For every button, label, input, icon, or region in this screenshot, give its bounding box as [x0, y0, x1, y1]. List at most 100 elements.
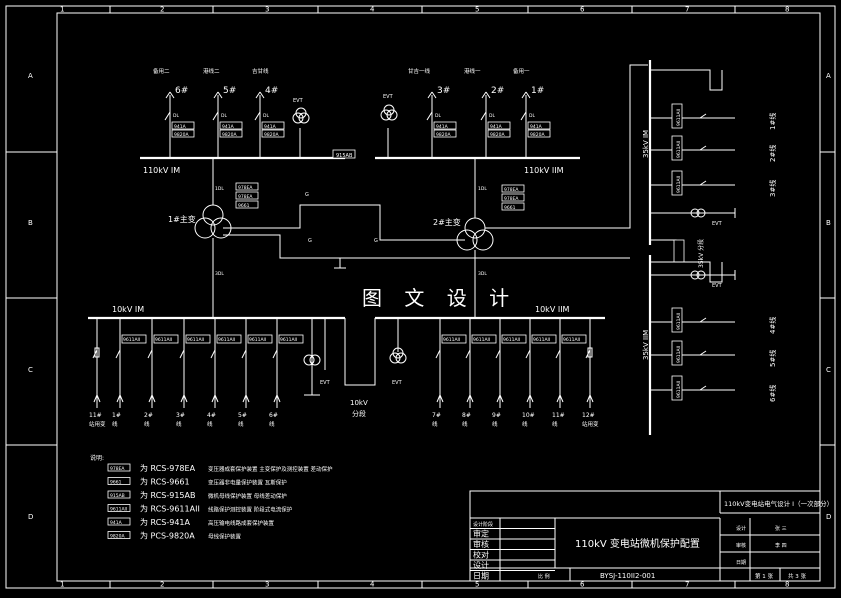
svg-text:9820A: 9820A — [174, 132, 189, 138]
feeder-35kv-label: 4#线 — [768, 317, 777, 334]
row-mark-right: A — [826, 72, 831, 80]
feeder-label-2: 站用变 — [582, 420, 599, 428]
svg-text:审核: 审核 — [736, 542, 746, 549]
svg-text:9820A: 9820A — [110, 534, 125, 540]
svg-text:9820A: 9820A — [222, 132, 237, 138]
feeder-label: 12# — [582, 412, 595, 419]
svg-text:1DL: 1DL — [215, 186, 224, 192]
legend-desc: 微机母线保护装置 母线差动保护 — [208, 492, 287, 500]
bus-35-section: 35kV 分段 — [650, 69, 723, 283]
bus-35-lower-label: 35kV IIM — [642, 330, 650, 360]
svg-text:9611AII: 9611AII — [123, 337, 140, 343]
col-mark-bottom: 5 — [475, 581, 479, 589]
svg-text:9611AII: 9611AII — [110, 507, 127, 513]
bus-35-upper-label: 35kV IM — [642, 130, 650, 158]
svg-text:978EA: 978EA — [110, 466, 125, 472]
svg-text:张 三: 张 三 — [775, 525, 787, 532]
feeder-label: 11# — [552, 412, 565, 419]
svg-text:EVT: EVT — [383, 94, 394, 100]
feeder-label: 7# — [432, 412, 441, 419]
bus-110-section-code: 915AB — [336, 153, 353, 159]
svg-text:941A: 941A — [530, 124, 543, 130]
col-mark-top: 2 — [160, 6, 164, 14]
svg-text:9820A: 9820A — [490, 132, 505, 138]
legend-code: 为 RCS-9661 — [140, 477, 190, 487]
svg-text:日期: 日期 — [736, 560, 746, 566]
title-block-label: 日期 — [473, 572, 489, 581]
svg-text:DL: DL — [489, 113, 495, 119]
drawing-title: 110kV 变电站微机保护配置 — [575, 537, 700, 550]
svg-text:9820A: 9820A — [436, 132, 451, 138]
legend-desc: 变压器成套保护装置 主变保护及测控装置 差动保护 — [208, 465, 333, 473]
drawing-number: BYSJ-110II2-001 — [600, 572, 655, 580]
row-mark-right: B — [826, 219, 831, 227]
feeder-label: 2# — [144, 412, 153, 419]
scale-label: 比 例 — [538, 573, 550, 580]
svg-text:3DL: 3DL — [478, 271, 487, 277]
feeder-10kv-right-6: 12#站用变 — [582, 318, 599, 428]
row-mark-left: C — [28, 366, 33, 374]
line-name: 备用二 — [153, 67, 170, 75]
transformer-2: 2#主变 978EA 978EA 9661 1DL 3DL — [433, 158, 525, 318]
sheet-total: 共 3 张 — [788, 572, 806, 580]
evt-35kv-1: EVT — [650, 208, 736, 227]
svg-text:35kV 分段: 35kV 分段 — [697, 239, 705, 268]
col-mark-bottom: 7 — [685, 581, 689, 589]
feeder-35kv-label: 5#线 — [768, 350, 777, 367]
evt-10-left: EVT — [303, 318, 331, 396]
svg-text:9611AII: 9611AII — [676, 109, 682, 126]
title-block-label: 设计阶段 — [473, 521, 493, 528]
svg-text:9611AII: 9611AII — [503, 337, 520, 343]
feeder-35kv-label: 6#线 — [768, 385, 777, 402]
bus-10-section — [344, 318, 376, 386]
feeder-label-2: 线 — [432, 420, 438, 428]
feeder-label-2: 线 — [522, 420, 528, 428]
row-mark-left: D — [28, 513, 33, 521]
feeder-label-2: 线 — [269, 420, 275, 428]
feeder-label-2: 线 — [176, 420, 182, 428]
sheet-number: 第 1 张 — [755, 572, 773, 580]
legend-desc: 变压器非电量保护装置 瓦斯保护 — [208, 479, 287, 487]
col-mark-bottom: 6 — [580, 581, 585, 589]
svg-text:9661: 9661 — [504, 205, 516, 211]
feeder-label-2: 线 — [238, 420, 244, 428]
feeder-label: 5# — [238, 412, 247, 419]
feeder-35kv-label: 3#线 — [768, 180, 777, 197]
transformer-1: 1#主变 978EA 978EA 9661 1DL 3DL — [168, 158, 259, 318]
feeder-label: 8# — [462, 412, 471, 419]
outer-frame — [5, 5, 836, 589]
svg-text:941A: 941A — [222, 124, 235, 130]
bus-110-left-label: 110kV IM — [143, 166, 180, 175]
line-name: 甘吉一线 — [408, 67, 431, 75]
col-mark-bottom: 3 — [265, 581, 269, 589]
feeder-label-2: 站用变 — [89, 420, 106, 428]
col-mark-top: 8 — [785, 6, 789, 14]
svg-text:978EA: 978EA — [238, 185, 253, 191]
svg-text:3DL: 3DL — [215, 271, 224, 277]
svg-text:9611AII: 9611AII — [563, 337, 580, 343]
tie-to-35kv-upper — [485, 64, 648, 229]
svg-text:EVT: EVT — [293, 98, 304, 104]
bus-110-right-label: 110kV IIM — [524, 166, 564, 175]
svg-text:9611AII: 9611AII — [676, 346, 682, 363]
legend-desc: 高压输电线路成套保护装置 — [208, 519, 275, 527]
svg-text:设计: 设计 — [736, 525, 746, 532]
svg-text:DL: DL — [221, 113, 227, 119]
feeder-10kv-left-1: 11#站用变 — [89, 318, 106, 428]
svg-text:9611AII: 9611AII — [187, 337, 204, 343]
inner-frame — [56, 12, 821, 582]
feeder-35kv-label: 2#线 — [768, 145, 777, 162]
